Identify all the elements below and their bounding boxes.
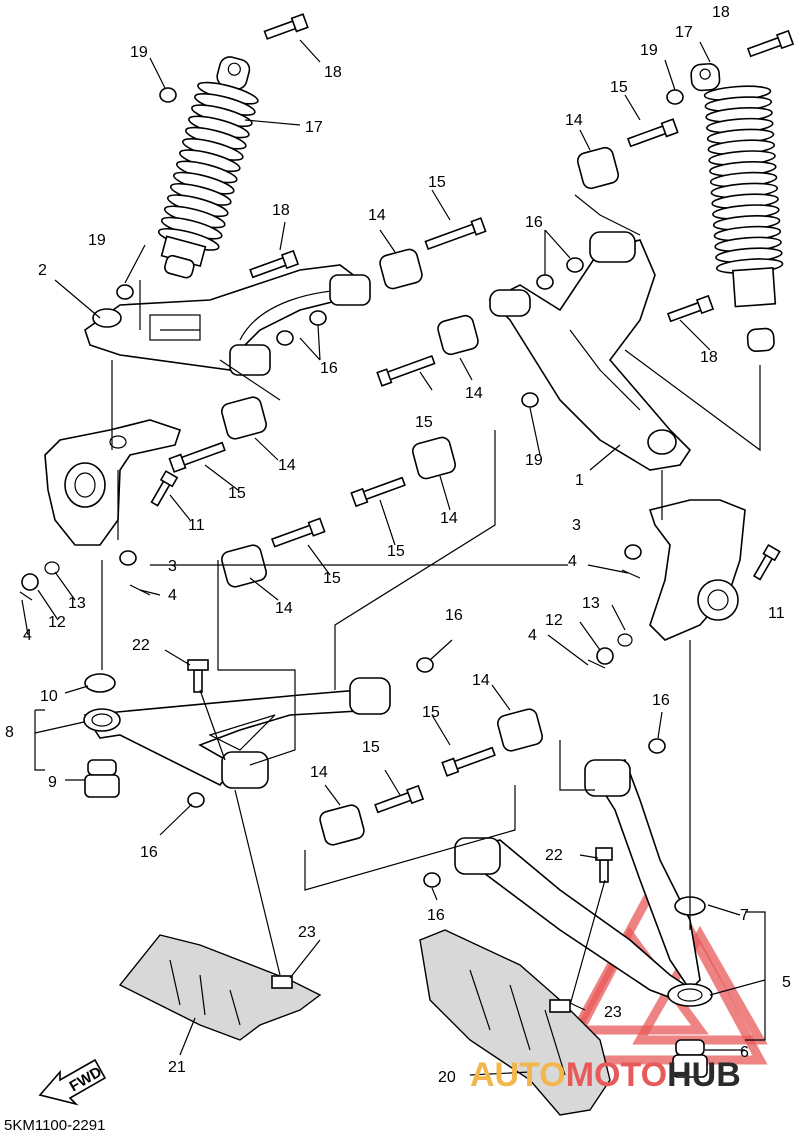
- left-upper-arm: [84, 264, 371, 376]
- callout-3: 3: [168, 558, 177, 575]
- callout-16: 16: [445, 607, 463, 624]
- callout-1: 1: [575, 472, 584, 489]
- callout-18: 18: [324, 64, 342, 81]
- watermark-text: AUTOMOTOHUB: [470, 1056, 741, 1094]
- callout-14: 14: [440, 510, 458, 527]
- callout-19: 19: [525, 452, 543, 469]
- callout-14: 14: [465, 385, 483, 402]
- right-upper-arm: [488, 231, 692, 471]
- callout-12: 12: [48, 614, 66, 631]
- callout-3: 3: [572, 517, 581, 534]
- callout-16: 16: [320, 360, 338, 377]
- right-steering-knuckle: [648, 499, 746, 641]
- callout-21: 21: [168, 1059, 186, 1076]
- callout-14: 14: [278, 457, 296, 474]
- callout-16: 16: [652, 692, 670, 709]
- callout-16: 16: [140, 844, 158, 861]
- callout-14: 14: [310, 764, 328, 781]
- callout-9: 9: [48, 774, 57, 791]
- callout-4: 4: [168, 587, 177, 604]
- watermark-part-moto: MOTO: [566, 1056, 667, 1094]
- right-lower-arm: [454, 759, 713, 1007]
- callout-numbers: 19 18 17 19 18 2 15 14 16 15 14 14 15 11…: [5, 4, 791, 1086]
- left-guard-21: [118, 934, 322, 1041]
- callout-19: 19: [640, 42, 658, 59]
- callout-22: 22: [132, 637, 150, 654]
- fwd-arrow: FWD: [38, 1058, 107, 1106]
- callout-4: 4: [528, 627, 537, 644]
- callout-14: 14: [472, 672, 490, 689]
- callout-14: 14: [275, 600, 293, 617]
- callout-18: 18: [272, 202, 290, 219]
- watermark-part-auto: AUTO: [470, 1056, 566, 1094]
- callout-17: 17: [305, 119, 323, 136]
- callout-6: 6: [740, 1044, 749, 1061]
- callout-8: 8: [5, 724, 14, 741]
- callout-15: 15: [323, 570, 341, 587]
- callout-15: 15: [415, 414, 433, 431]
- callout-11: 11: [188, 517, 205, 534]
- callout-10: 10: [40, 688, 58, 705]
- callout-23: 23: [298, 924, 316, 941]
- callout-18: 18: [700, 349, 718, 366]
- callout-4: 4: [23, 627, 32, 644]
- callout-16: 16: [525, 214, 543, 231]
- callout-11: 11: [768, 605, 785, 622]
- callout-leaders: [21, 39, 766, 1076]
- right-shock-absorber: [690, 63, 784, 353]
- callout-13: 13: [68, 595, 86, 612]
- callout-23: 23: [604, 1004, 622, 1021]
- watermark-part-hub: HUB: [667, 1056, 741, 1094]
- callout-15: 15: [228, 485, 246, 502]
- callout-20: 20: [438, 1069, 456, 1086]
- callout-4: 4: [568, 553, 577, 570]
- callout-5: 5: [782, 974, 791, 991]
- callout-19: 19: [88, 232, 106, 249]
- callout-15: 15: [610, 79, 628, 96]
- svg-text:AUTOMOTOHUB: AUTOMOTOHUB: [470, 1056, 741, 1094]
- diagram-code: 5KM1100-2291: [4, 1117, 105, 1134]
- callout-2: 2: [38, 262, 47, 279]
- left-steering-knuckle: [44, 419, 182, 546]
- bushing-parts: [221, 146, 620, 846]
- left-shock-absorber: [157, 56, 259, 279]
- left-lower-arm: [83, 677, 391, 789]
- callout-7: 7: [740, 907, 749, 924]
- callout-15: 15: [362, 739, 380, 756]
- bolt-parts: [150, 13, 795, 883]
- callout-17: 17: [675, 24, 693, 41]
- callout-16: 16: [427, 907, 445, 924]
- callout-15: 15: [387, 543, 405, 560]
- callout-15: 15: [428, 174, 446, 191]
- leader-lines: [101, 194, 761, 1006]
- callout-19: 19: [130, 44, 148, 61]
- callout-13: 13: [582, 595, 600, 612]
- callout-18: 18: [712, 4, 730, 21]
- right-guard-20: [419, 929, 611, 1116]
- callout-12: 12: [545, 612, 563, 629]
- callout-15: 15: [422, 704, 440, 721]
- callout-14: 14: [565, 112, 583, 129]
- callout-22: 22: [545, 847, 563, 864]
- callout-14: 14: [368, 207, 386, 224]
